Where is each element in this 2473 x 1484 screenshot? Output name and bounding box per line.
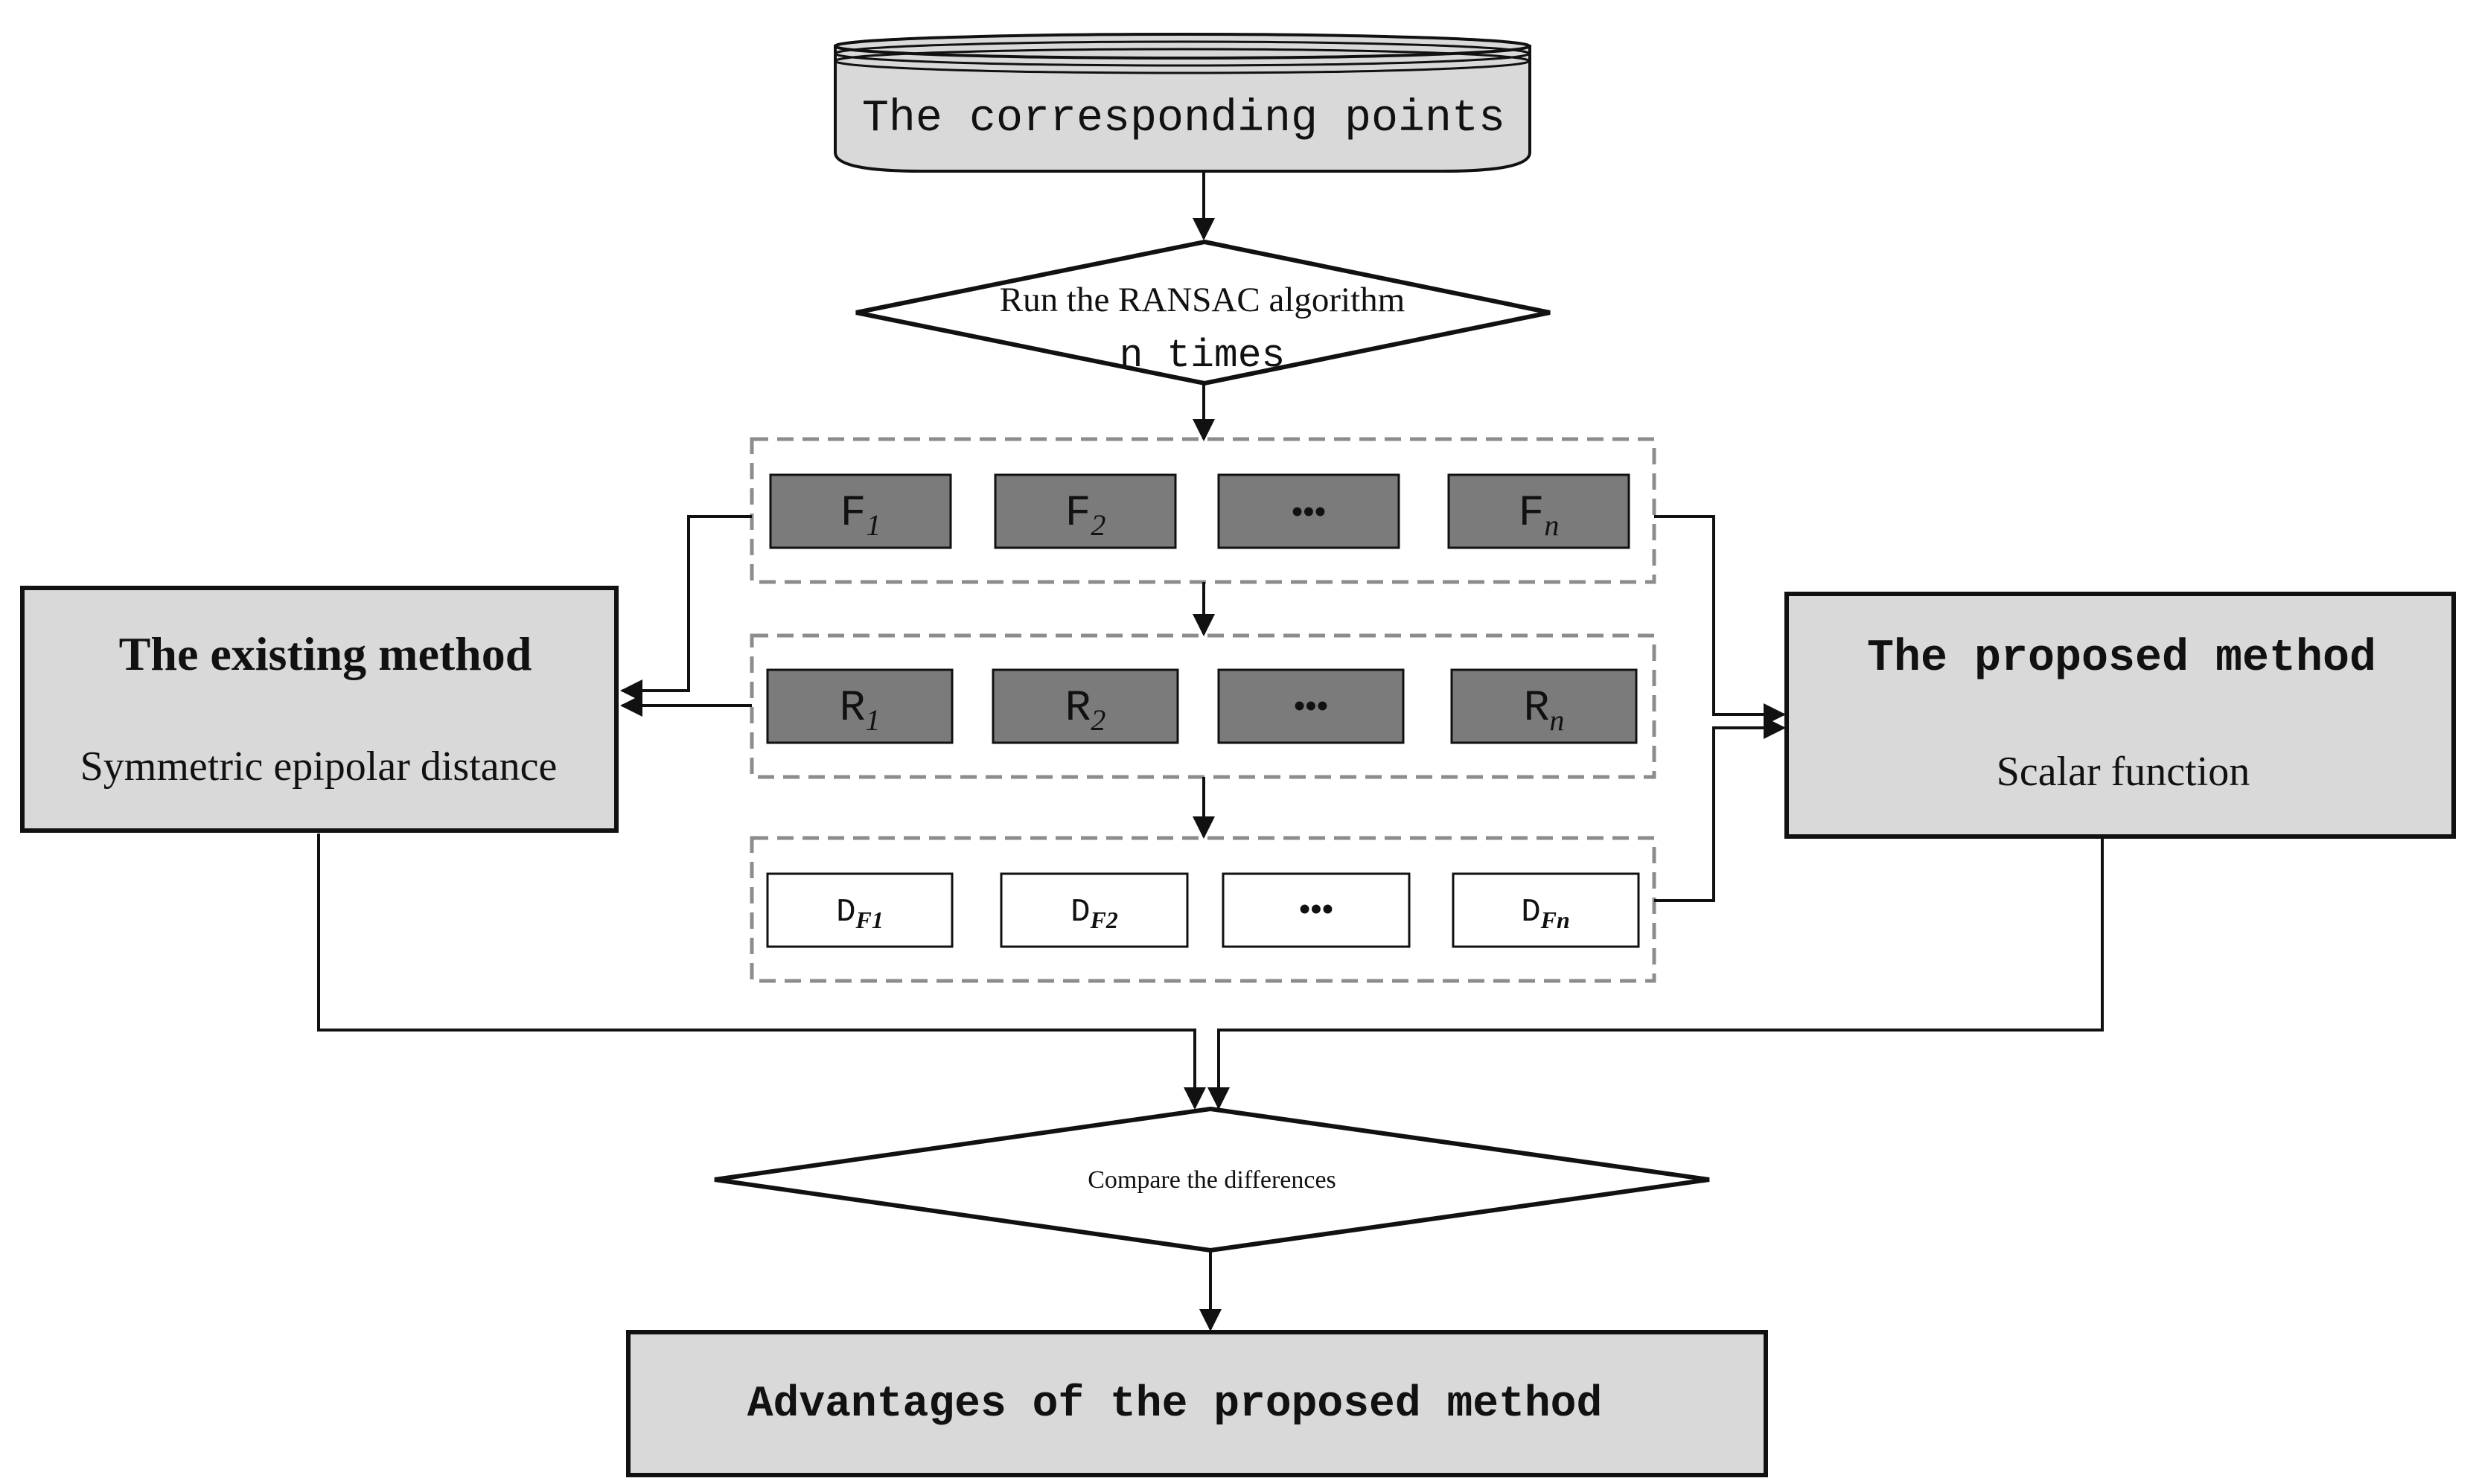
svg-text:R1: R1 [840, 685, 881, 737]
f-item-n: Fn [1447, 473, 1630, 549]
d-item-1: DF1 [766, 872, 954, 948]
d-item-n-base: D [1521, 894, 1540, 931]
r-item-1-base: R [840, 685, 866, 733]
result-label: Advantages of the proposed method [747, 1381, 1603, 1429]
svg-text:F1: F1 [840, 490, 881, 542]
f-item-2: F2 [994, 473, 1177, 549]
connector-existing-to-compare [317, 834, 1206, 1110]
result-node: Advantages of the proposed method [626, 1330, 1768, 1477]
proposed-method-subtitle: Scalar function [1997, 749, 2250, 795]
compare-label: Compare the differences [1088, 1166, 1336, 1194]
f-item-2-base: F [1065, 490, 1091, 538]
r-item-2-sub: 2 [1091, 703, 1105, 737]
svg-text:DF1: DF1 [836, 894, 884, 933]
d-item-ellipsis: ••• [1222, 872, 1411, 948]
svg-text:Fn: Fn [1519, 490, 1560, 542]
r-item-2: R2 [992, 668, 1179, 744]
d-item-2-sub: F2 [1090, 906, 1118, 933]
f-item-n-sub: n [1544, 508, 1559, 542]
compare-decision-node: Compare the differences [714, 1106, 1710, 1253]
r-item-n: Rn [1450, 668, 1638, 744]
f-item-ellipsis: ••• [1217, 473, 1400, 549]
svg-text:Rn: Rn [1524, 685, 1565, 737]
svg-text:DFn: DFn [1521, 894, 1570, 933]
r-item-ellipsis-label: ••• [1294, 688, 1328, 724]
f-matrix-group: F1 F2 ••• Fn [750, 437, 1656, 584]
r-item-2-base: R [1065, 685, 1091, 733]
ransac-decision-node: Run the RANSAC algorithm n times [855, 239, 1551, 386]
f-item-1-base: F [840, 490, 867, 538]
ransac-label-line2: n times [1120, 333, 1286, 378]
r-item-ellipsis: ••• [1217, 668, 1405, 744]
input-points-node: The corresponding points [834, 33, 1531, 173]
d-item-1-sub: F1 [855, 906, 884, 933]
f-item-ellipsis-label: ••• [1292, 493, 1326, 530]
r-matrix-group: R1 R2 ••• Rn [750, 633, 1656, 779]
connector-d-to-proposed [1654, 717, 1786, 902]
d-distance-group: DF1 DF2 ••• DFn [750, 836, 1656, 983]
svg-text:DF2: DF2 [1070, 894, 1118, 933]
existing-method-node: The existing method Symmetric epipolar d… [20, 586, 619, 833]
f-item-2-sub: 2 [1091, 508, 1105, 542]
ransac-label-line1: Run the RANSAC algorithm [1000, 281, 1405, 319]
r-item-1-sub: 1 [865, 703, 880, 737]
r-item-1: R1 [766, 668, 954, 744]
connector-proposed-to-compare [1207, 837, 2104, 1110]
f-item-n-base: F [1519, 490, 1545, 538]
r-item-n-sub: n [1549, 703, 1564, 737]
input-points-label: The corresponding points [862, 94, 1505, 144]
connector-f-to-existing [620, 515, 752, 702]
f-item-1-sub: 1 [866, 508, 881, 542]
existing-method-subtitle: Symmetric epipolar distance [80, 743, 558, 790]
r-item-n-base: R [1524, 685, 1550, 733]
d-item-ellipsis-label: ••• [1299, 891, 1333, 927]
proposed-method-node: The proposed method Scalar function [1784, 592, 2456, 839]
existing-method-title: The existing method [119, 627, 532, 680]
connector-f-to-proposed [1654, 515, 1786, 726]
d-item-2-base: D [1070, 894, 1090, 931]
d-item-2: DF2 [1000, 872, 1189, 948]
d-item-1-base: D [836, 894, 855, 931]
svg-text:F2: F2 [1065, 490, 1106, 542]
proposed-method-title: The proposed method [1867, 633, 2376, 684]
f-item-1: F1 [769, 473, 952, 549]
d-item-n: DFn [1452, 872, 1640, 948]
d-item-n-sub: Fn [1540, 906, 1570, 933]
svg-text:R2: R2 [1065, 685, 1106, 737]
